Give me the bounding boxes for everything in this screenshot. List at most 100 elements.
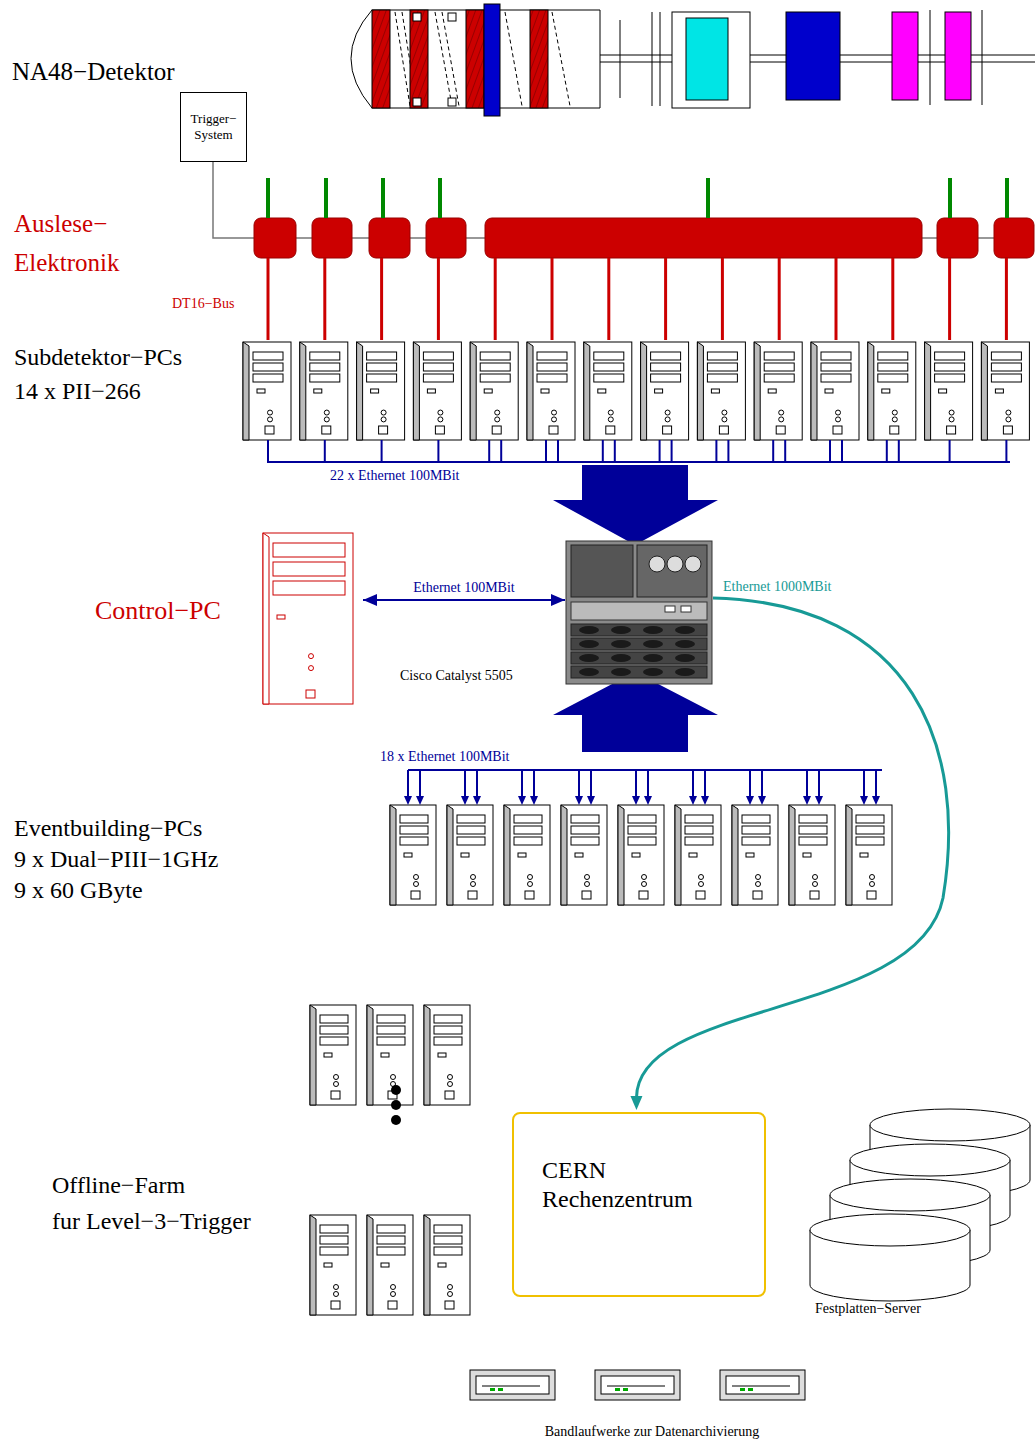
pc-icon (779, 410, 784, 415)
switch-chassis (571, 666, 707, 678)
pc-icon (949, 410, 954, 415)
pc-icon (764, 352, 794, 360)
pc-icon (423, 363, 453, 371)
pc-icon (263, 533, 269, 704)
pc-icon (1006, 410, 1011, 415)
pc-icon (310, 1215, 316, 1315)
pc-icon (391, 1285, 396, 1290)
pc-icon (334, 1082, 339, 1087)
wire (419, 770, 421, 798)
pc-icon (243, 342, 1029, 1315)
wire (587, 796, 595, 805)
detector-drawing (448, 98, 456, 106)
wire (268, 440, 1010, 462)
node-text: CERN Rechenzentrum (542, 1156, 737, 1214)
pc-icon (585, 882, 590, 887)
pc-icon (675, 805, 721, 905)
computing-center-box: CERN Rechenzentrum (512, 1112, 766, 1297)
wire (437, 258, 440, 340)
pc-icon (457, 837, 485, 845)
detector-drawing (660, 12, 661, 106)
pc-icon (391, 1292, 396, 1297)
pc-icon (641, 342, 689, 440)
switch-chassis (643, 668, 663, 676)
pc-icon (665, 410, 670, 415)
wire (408, 769, 882, 771)
pc-icon (413, 342, 461, 440)
pc-icon (719, 426, 728, 434)
pc-icon (856, 826, 884, 834)
label-text: Offline−Farm (52, 1172, 185, 1200)
pc-icon (435, 426, 444, 434)
wire (1005, 440, 1007, 462)
switch-chassis (579, 640, 599, 648)
pc-icon (995, 389, 1003, 393)
switch-chassis (579, 626, 599, 634)
pc-icon (742, 815, 770, 823)
tape-drive (623, 1388, 628, 1391)
pc-icon (696, 891, 705, 899)
pc-icon (273, 543, 345, 557)
tape-drive (601, 1376, 674, 1394)
pc-icon (268, 410, 273, 415)
switch-chassis (611, 654, 631, 662)
pc-icon (890, 426, 899, 434)
pc-icon (461, 853, 469, 857)
wire (590, 770, 592, 798)
pc-icon (764, 374, 794, 382)
pc-icon (413, 342, 419, 440)
label-text: Bandlaufwerke zur Datenarchivierung (545, 1424, 760, 1440)
pc-icon (381, 1263, 389, 1267)
node-text: Trigger− System (181, 111, 246, 142)
wire (268, 178, 1010, 805)
wire (701, 796, 709, 805)
pc-icon (518, 853, 526, 857)
wire (746, 796, 754, 805)
wire (949, 440, 951, 462)
pc-icon (381, 1053, 389, 1057)
pc-icon (707, 363, 737, 371)
pc-icon (309, 666, 314, 671)
pc-icon (756, 882, 761, 887)
tape-drive (615, 1388, 620, 1391)
wire (614, 440, 616, 462)
wire (948, 258, 951, 340)
storage-disk (850, 1144, 1010, 1176)
storage-disk (870, 1109, 1030, 1141)
pc-icon (447, 805, 493, 905)
wire (727, 440, 729, 462)
pc-icon (892, 410, 897, 415)
switch-chassis (649, 556, 665, 572)
pc-icon (571, 837, 599, 845)
wire (476, 770, 478, 798)
pc-icon (799, 826, 827, 834)
tape-drive (720, 1370, 805, 1400)
switch-chassis (571, 545, 633, 597)
pc-icon (331, 1301, 340, 1309)
tape-drive (607, 1386, 665, 1387)
pc-icon (561, 805, 567, 905)
pc-icon (367, 1215, 413, 1315)
pc-icon (697, 342, 703, 440)
label-text: Festplatten−Server (815, 1301, 921, 1317)
pc-icon (480, 374, 510, 382)
pc-icon (525, 891, 534, 899)
pc-icon (320, 1225, 348, 1233)
pc-icon (925, 342, 931, 440)
detector-drawing (530, 10, 548, 108)
pc-icon (334, 1285, 339, 1290)
pc-icon (665, 417, 670, 422)
switch-chassis (566, 541, 712, 684)
wire (530, 796, 538, 805)
detector-drawing (484, 4, 500, 116)
pc-icon (594, 363, 624, 371)
pc-icon (878, 374, 908, 382)
wire (704, 770, 706, 798)
pc-icon (381, 410, 386, 415)
pc-icon (527, 342, 575, 440)
pc-icon (811, 342, 859, 440)
wire (607, 258, 610, 340)
pc-icon (856, 815, 884, 823)
pc-icon (438, 1263, 446, 1267)
switch-chassis (579, 654, 599, 662)
